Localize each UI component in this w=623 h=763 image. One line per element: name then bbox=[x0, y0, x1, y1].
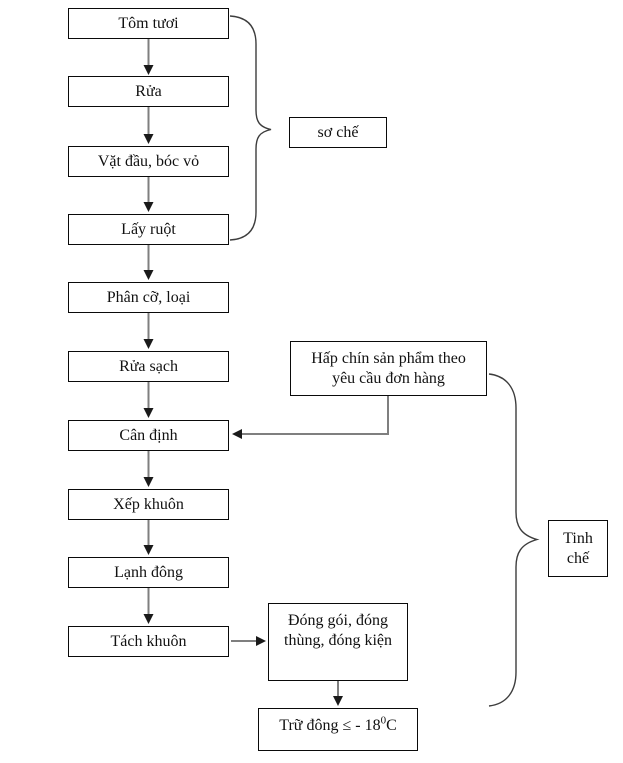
arrow-tach-khuon-to-dong-goi bbox=[231, 636, 266, 646]
arrow-can-dinh-to-xep-khuon bbox=[143, 451, 154, 487]
box-label: Rửa bbox=[135, 82, 162, 100]
box-label: Rửa sạch bbox=[119, 357, 178, 375]
brace-tinh-che bbox=[488, 373, 540, 707]
box-dong-goi: Đóng gói, đóng thùng, đóng kiện bbox=[268, 603, 408, 681]
box-label-line2: thùng, đóng kiện bbox=[284, 632, 392, 649]
arrow-rua-to-vat-dau bbox=[143, 107, 154, 144]
box-label-line1: Tinh bbox=[563, 529, 593, 547]
box-tinh-che: Tinh chế bbox=[548, 520, 608, 577]
box-phan-co-loai: Phân cỡ, loại bbox=[68, 282, 229, 313]
brace-so-che bbox=[229, 15, 272, 241]
box-vat-dau-boc-vo: Vặt đầu, bóc vỏ bbox=[68, 146, 229, 177]
arrow-lay-ruot-to-phan-co bbox=[143, 245, 154, 280]
box-label-line1: Đóng gói, đóng bbox=[288, 612, 388, 629]
box-label: Tôm tươi bbox=[118, 14, 179, 32]
box-can-dinh: Cân định bbox=[68, 420, 229, 451]
box-label: Vặt đầu, bóc vỏ bbox=[97, 152, 200, 170]
tru-dong-superscript: 0 bbox=[380, 714, 387, 727]
arrow-phan-co-to-rua-sach bbox=[143, 313, 154, 349]
box-rua-sach: Rửa sạch bbox=[68, 351, 229, 382]
arrow-xep-khuon-to-lanh-dong bbox=[143, 520, 154, 555]
box-tach-khuon: Tách khuôn bbox=[68, 626, 229, 657]
box-label: Lấy ruột bbox=[121, 220, 176, 238]
box-label-line2: chế bbox=[566, 549, 590, 567]
box-label-line1: Hấp chín sản phẩm theo bbox=[311, 349, 466, 367]
box-label: Cân định bbox=[119, 426, 178, 444]
box-rua: Rửa bbox=[68, 76, 229, 107]
arrow-dong-goi-to-tru-dong bbox=[333, 681, 343, 706]
box-label: sơ chế bbox=[317, 123, 359, 141]
box-xep-khuon: Xếp khuôn bbox=[68, 489, 229, 520]
box-tru-dong: Trữ đông ≤ - 180C bbox=[258, 708, 418, 751]
tru-dong-unit: C bbox=[386, 717, 397, 734]
box-hap-chin: Hấp chín sản phẩm theo yêu cầu đơn hàng bbox=[290, 341, 487, 396]
box-label: Tách khuôn bbox=[110, 632, 187, 650]
arrow-hap-chin-to-can-dinh bbox=[232, 396, 389, 439]
tru-dong-text: Trữ đông ≤ - 18 bbox=[279, 717, 381, 734]
box-label: Trữ đông ≤ - 180C bbox=[279, 714, 397, 736]
arrow-rua-sach-to-can-dinh bbox=[143, 382, 154, 418]
box-tom-tuoi: Tôm tươi bbox=[68, 8, 229, 39]
arrow-vat-dau-to-lay-ruot bbox=[143, 177, 154, 212]
box-label: Xếp khuôn bbox=[113, 495, 184, 513]
box-lay-ruot: Lấy ruột bbox=[68, 214, 229, 245]
arrow-lanh-dong-to-tach-khuon bbox=[143, 588, 154, 624]
arrow-tom-tuoi-to-rua bbox=[143, 38, 154, 75]
box-label-line2: yêu cầu đơn hàng bbox=[332, 369, 445, 387]
box-lanh-dong: Lạnh đông bbox=[68, 557, 229, 588]
box-label: Lạnh đông bbox=[114, 563, 183, 581]
box-so-che: sơ chế bbox=[289, 117, 387, 148]
box-label: Phân cỡ, loại bbox=[106, 288, 191, 306]
